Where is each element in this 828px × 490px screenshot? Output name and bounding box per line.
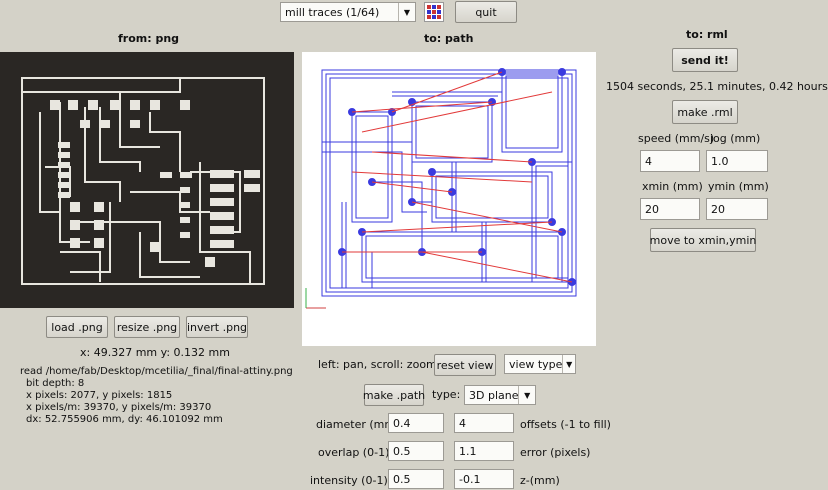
view-type-select[interactable]: view type ▼ — [504, 354, 576, 374]
info-line: x pixels/m: 39370, y pixels/m: 39370 — [26, 402, 212, 413]
jog-label: jog (mm) — [710, 132, 761, 145]
send-it-button[interactable]: send it! — [672, 48, 738, 72]
overlap-field[interactable]: 0.5 — [388, 441, 444, 461]
offsets-label: offsets (-1 to fill) — [520, 418, 611, 431]
type-select[interactable]: 3D plane ▼ — [464, 385, 536, 405]
chevron-down-icon: ▼ — [562, 355, 575, 373]
error-field[interactable]: 1.1 — [454, 441, 514, 461]
move-to-xmin-ymin-button[interactable]: move to xmin,ymin — [650, 228, 756, 252]
quit-button[interactable]: quit — [455, 1, 517, 23]
invert-png-button[interactable]: invert .png — [186, 316, 248, 338]
png-preview[interactable] — [0, 52, 294, 308]
overlap-label: overlap (0-1) — [318, 446, 390, 459]
png-info: read /home/fab/Desktop/mcetilia/_final/f… — [20, 366, 293, 426]
type-label: type: — [432, 388, 461, 401]
error-label: error (pixels) — [520, 446, 591, 459]
to-path-title: to: path — [424, 32, 474, 45]
ymin-field[interactable]: 20 — [706, 198, 768, 220]
speed-label: speed (mm/s) — [638, 132, 715, 145]
info-line: x pixels: 2077, y pixels: 1815 — [26, 390, 173, 401]
view-type-value: view type — [509, 357, 563, 371]
reset-view-button[interactable]: reset view — [434, 354, 496, 376]
mode-select[interactable]: mill traces (1/64) ▼ — [280, 2, 416, 22]
info-line: dx: 52.755906 mm, dy: 46.101092 mm — [26, 414, 223, 425]
make-path-button[interactable]: make .path — [363, 384, 425, 406]
xmin-label: xmin (mm) — [642, 180, 703, 193]
mode-select-value: mill traces (1/64) — [285, 5, 380, 19]
view-hint: left: pan, scroll: zoom — [318, 358, 437, 371]
type-value: 3D plane — [469, 388, 519, 402]
path-preview[interactable] — [302, 52, 596, 346]
cursor-coords: x: 49.327 mm y: 0.132 mm — [80, 346, 230, 359]
app-grid-icon[interactable] — [424, 2, 444, 22]
jog-field[interactable]: 1.0 — [706, 150, 768, 172]
offsets-field[interactable]: 4 — [454, 413, 514, 433]
load-png-button[interactable]: load .png — [46, 316, 108, 338]
resize-png-button[interactable]: resize .png — [114, 316, 180, 338]
intensity-field[interactable]: 0.5 — [388, 469, 444, 489]
info-line: read /home/fab/Desktop/mcetilia/_final/f… — [20, 366, 293, 377]
speed-field[interactable]: 4 — [640, 150, 700, 172]
info-line: bit depth: 8 — [26, 378, 85, 389]
intensity-label: intensity (0-1) — [310, 474, 388, 487]
diameter-field[interactable]: 0.4 — [388, 413, 444, 433]
xmin-field[interactable]: 20 — [640, 198, 700, 220]
diameter-label: diameter (mm) — [316, 418, 400, 431]
to-rml-title: to: rml — [686, 28, 728, 41]
z-label: z-(mm) — [520, 474, 560, 487]
toolpath-image — [305, 68, 577, 309]
chevron-down-icon: ▼ — [398, 3, 415, 21]
make-rml-button[interactable]: make .rml — [672, 100, 738, 124]
chevron-down-icon: ▼ — [518, 386, 535, 404]
pcb-traces-image — [21, 77, 265, 285]
job-time: 1504 seconds, 25.1 minutes, 0.42 hours — [606, 80, 828, 93]
ymin-label: ymin (mm) — [708, 180, 769, 193]
z-field[interactable]: -0.1 — [454, 469, 514, 489]
from-png-title: from: png — [118, 32, 180, 45]
